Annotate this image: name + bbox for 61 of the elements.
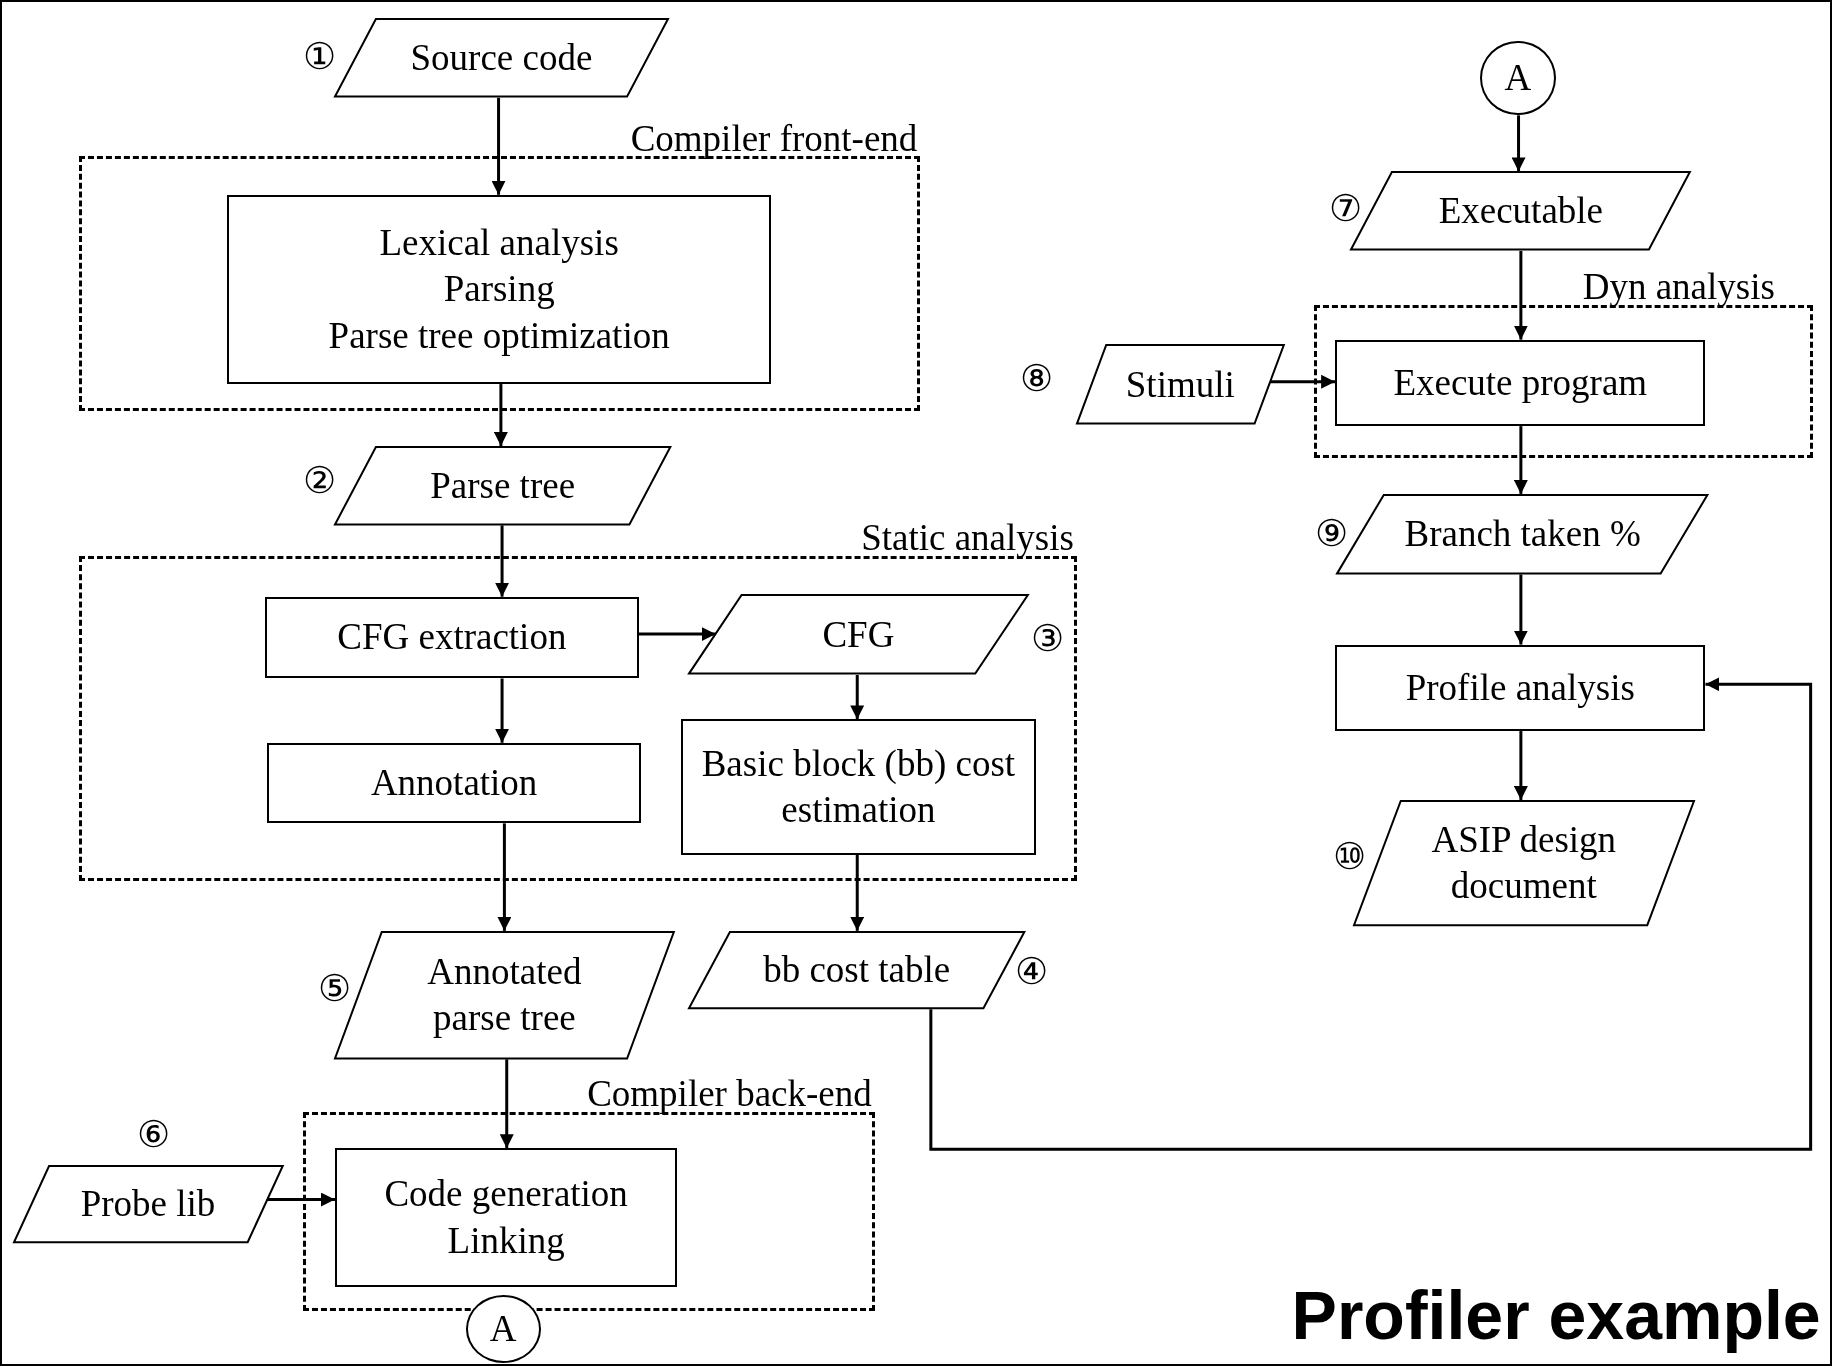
node-text: Parse tree	[430, 463, 576, 508]
step-number: ⑨	[1315, 511, 1349, 556]
node-text: Basic block (bb) cost estimation	[700, 741, 1017, 833]
node-text: Execute program	[1393, 360, 1648, 405]
step-number: ⑦	[1329, 186, 1363, 231]
node-text: Probe lib	[80, 1181, 216, 1226]
step-number: ⑥	[137, 1113, 171, 1158]
arrow	[266, 1192, 335, 1207]
node-text: bb cost table	[763, 947, 951, 992]
arrow	[495, 525, 510, 597]
arrow	[929, 677, 1813, 1151]
step-number: ⑤	[318, 967, 352, 1012]
arrow	[491, 97, 506, 195]
node-text: ASIP design document	[1430, 817, 1618, 909]
arrow	[1513, 731, 1528, 800]
node-text: Executable	[1438, 189, 1604, 233]
arrow	[1513, 250, 1528, 340]
arrow	[1270, 374, 1336, 389]
node-text: Stimuli	[1125, 362, 1235, 407]
step-number: ①	[303, 34, 337, 79]
node-text: Profile analysis	[1405, 665, 1635, 710]
arrow	[1513, 574, 1528, 645]
step-number: ⑩	[1332, 835, 1366, 880]
arrow	[497, 823, 512, 931]
arrow	[638, 627, 716, 642]
node-text: A	[1504, 55, 1532, 100]
step-number: ⑧	[1019, 357, 1053, 402]
process-box	[334, 1148, 678, 1288]
arrow	[499, 1059, 514, 1149]
process-box	[1335, 644, 1706, 732]
arrow	[495, 678, 510, 743]
arrow	[850, 854, 865, 931]
process-box	[264, 596, 639, 679]
group-heading: Dyn analysis	[1582, 266, 1775, 308]
node-text: Parsing	[443, 267, 555, 312]
step-number: ②	[303, 458, 337, 503]
process-box	[267, 742, 642, 824]
node-text: CFG	[822, 612, 895, 657]
node-text: Parse tree optimization	[328, 313, 670, 358]
node-text: Annotation	[370, 760, 538, 805]
node-text: CFG extraction	[337, 615, 567, 660]
node-text: Branch taken %	[1404, 512, 1641, 557]
node-text: Lexical analysis	[379, 221, 619, 265]
arrow	[850, 675, 865, 720]
group-heading: Compiler back-end	[587, 1074, 872, 1115]
node-text: Code generation	[384, 1172, 628, 1217]
node-text: Linking	[447, 1218, 565, 1263]
step-number: ③	[1031, 616, 1065, 661]
process-box	[1335, 339, 1706, 427]
node-text: A	[489, 1307, 517, 1352]
arrow	[1511, 115, 1526, 172]
arrow	[1513, 426, 1528, 494]
process-box	[227, 194, 771, 385]
group-heading: Compiler front-end	[630, 118, 918, 160]
node-text: Annotated parse tree	[426, 949, 583, 1041]
group-heading: Static analysis	[861, 518, 1074, 559]
arrow	[493, 384, 508, 446]
step-number: ④	[1014, 949, 1048, 994]
diagram-title: Profiler example	[1291, 1275, 1821, 1354]
node-text: Source code	[410, 35, 593, 80]
process-box	[680, 719, 1036, 855]
